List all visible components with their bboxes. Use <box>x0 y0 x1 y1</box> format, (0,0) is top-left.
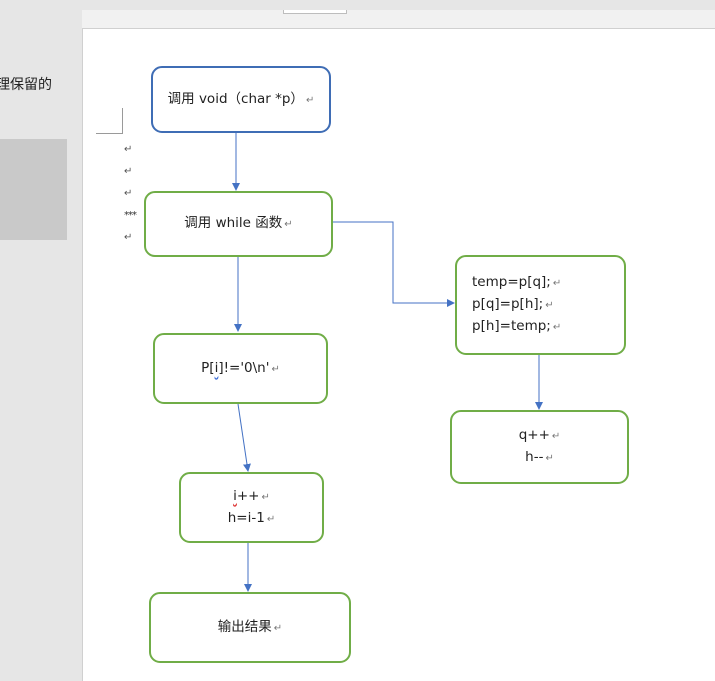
return-mark: ↵ <box>545 300 554 311</box>
left-page-fragment: 理保留的 <box>0 0 82 681</box>
node-text: q++ <box>518 427 550 443</box>
return-mark: ↵ <box>552 278 562 289</box>
flow-node-call-while[interactable]: 调用 while 函数↵ <box>144 191 333 257</box>
return-mark: ↵ <box>266 513 276 525</box>
node-text: 调用 while 函数 <box>184 215 283 231</box>
node-text: h-- <box>525 449 544 465</box>
return-mark: ↵ <box>545 453 554 464</box>
node-text-var: i <box>233 487 237 504</box>
paragraph-mark: ↵ <box>124 188 133 199</box>
flow-node-call-void[interactable]: 调用 void（char *p）↵ <box>151 66 331 133</box>
flow-node-swap[interactable]: temp=p[q];↵ p[q]=p[h];↵ p[h]=temp;↵ <box>455 255 626 355</box>
return-mark: ↵ <box>305 94 315 106</box>
arrow-while-to-swap <box>332 221 455 307</box>
paragraph-mark: ↵ <box>124 166 133 177</box>
paragraph-mark: ↵ <box>124 232 133 243</box>
margin-crop-mark <box>96 108 123 134</box>
toolbar-strip <box>0 0 715 10</box>
paragraph-marks: ↵ ↵ ↵ *** ↵ <box>124 139 137 249</box>
flow-node-condition[interactable]: P[i]!='0\n'↵ <box>153 333 328 404</box>
return-mark: ↵ <box>261 491 270 503</box>
node-text: p[h]=temp; <box>472 318 551 334</box>
return-mark: ↵ <box>551 431 561 442</box>
left-page-gray-block <box>0 139 67 240</box>
return-mark: ↵ <box>273 622 283 634</box>
node-text-prefix: P[ <box>201 359 215 376</box>
node-text: temp=p[q]; <box>472 274 551 290</box>
paragraph-mark: ↵ <box>124 144 133 155</box>
node-text-index: i <box>214 359 219 376</box>
flow-node-increment[interactable]: i++↵ h=i-1↵ <box>179 472 324 543</box>
node-text: 输出结果 <box>217 618 272 635</box>
left-page-text: 理保留的 <box>0 77 52 93</box>
return-mark: ↵ <box>552 322 562 333</box>
asterisk-text: *** <box>124 210 137 221</box>
node-text-op: ++ <box>236 487 260 504</box>
ruler-indent-tab[interactable] <box>283 10 347 14</box>
node-text: 调用 void（char *p） <box>167 90 304 107</box>
node-text: p[q]=p[h]; <box>472 296 544 312</box>
node-text: h=i-1 <box>227 509 265 526</box>
node-text-suffix: ]!='0\n' <box>218 359 270 376</box>
return-mark: ↵ <box>284 219 293 230</box>
flow-node-output[interactable]: 输出结果↵ <box>149 592 351 663</box>
arrow-condition-to-increment <box>237 403 251 472</box>
flow-node-update-qh[interactable]: q++↵ h--↵ <box>450 410 629 484</box>
return-mark: ↵ <box>271 363 280 375</box>
